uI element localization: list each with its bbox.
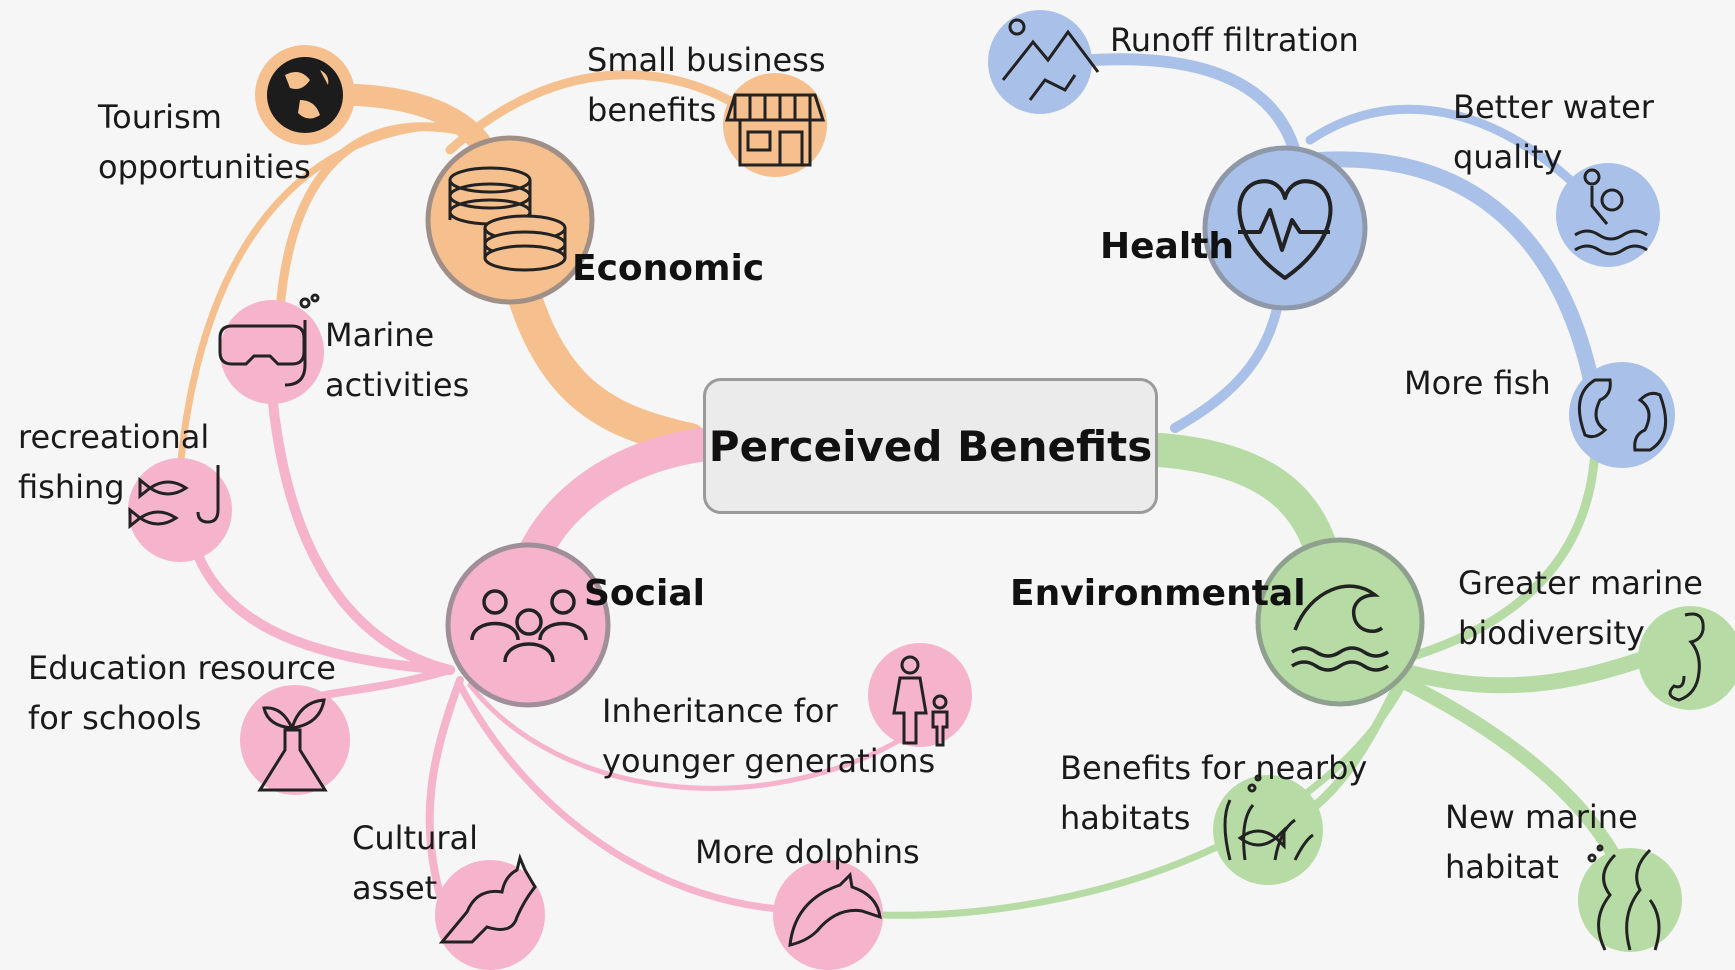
dolphin-icon (788, 871, 882, 947)
dolphins-node (773, 860, 883, 970)
center-node-perceived-benefits: Perceived Benefits (703, 378, 1158, 514)
connector-environmental-dolphins (876, 686, 1404, 919)
connector-social-fishing (185, 525, 455, 675)
connector-social-inheritance (467, 682, 903, 791)
heartbeat-icon (1237, 179, 1333, 280)
new-habitat-node (1578, 844, 1682, 952)
economic-label: Economic (572, 248, 765, 289)
tourism-node (255, 45, 355, 145)
people-icon (470, 589, 588, 663)
kangaroo-icon (438, 853, 537, 944)
dolphins-label: More dolphins (695, 833, 920, 871)
biodiversity-node (1638, 606, 1735, 710)
wave-icon (1291, 584, 1389, 672)
store-icon (724, 93, 826, 167)
connector-social-dolphins (456, 681, 794, 914)
connector-social-cultural (425, 676, 464, 899)
fish-hook-icon (128, 465, 220, 530)
connector-health-fish (1312, 151, 1603, 408)
health-node (1202, 145, 1368, 311)
environmental-label: Environmental (1010, 573, 1306, 614)
health-label: Health (1100, 226, 1235, 267)
flask-plant-icon (257, 698, 328, 792)
environmental-node (1255, 537, 1425, 707)
snorkel-mask-icon (218, 293, 320, 387)
runoff-node (988, 10, 1100, 114)
more-fish-node (1569, 362, 1675, 468)
connector-economic-fishing (176, 121, 474, 474)
connector-economic-small-business (445, 70, 765, 155)
connector-environmental-biodiversity (1392, 652, 1648, 694)
connector-health-water (1305, 104, 1605, 215)
coins-icon (448, 166, 567, 272)
social-node (445, 542, 611, 708)
mountain-sun-icon (1001, 18, 1100, 101)
more-fish-label: More fish (1404, 364, 1551, 402)
inheritance-node (868, 643, 972, 747)
coral-fish-icon (1223, 774, 1314, 861)
economic-node (425, 135, 595, 305)
nearby-habitats-node (1213, 774, 1323, 885)
connector-social-marine (265, 365, 455, 675)
parent-child-icon (892, 655, 949, 747)
runoff-label: Runoff filtration (1110, 21, 1359, 59)
seaweed-icon (1587, 844, 1661, 951)
water-quality-node (1556, 163, 1660, 267)
center-node-label: Perceived Benefits (708, 421, 1153, 471)
social-label: Social (584, 573, 705, 614)
marine-activities-node (218, 293, 324, 404)
connector-environmental-fish (1395, 445, 1600, 665)
seahorse-icon (1668, 612, 1705, 702)
cultural-asset-node (435, 853, 545, 970)
two-fish-icon (1577, 378, 1668, 452)
swimmer-icon (1574, 168, 1648, 256)
recreational-fishing-node (128, 458, 232, 562)
education-node (240, 685, 350, 795)
globe-icon (267, 57, 343, 133)
small-business-node (723, 73, 827, 177)
